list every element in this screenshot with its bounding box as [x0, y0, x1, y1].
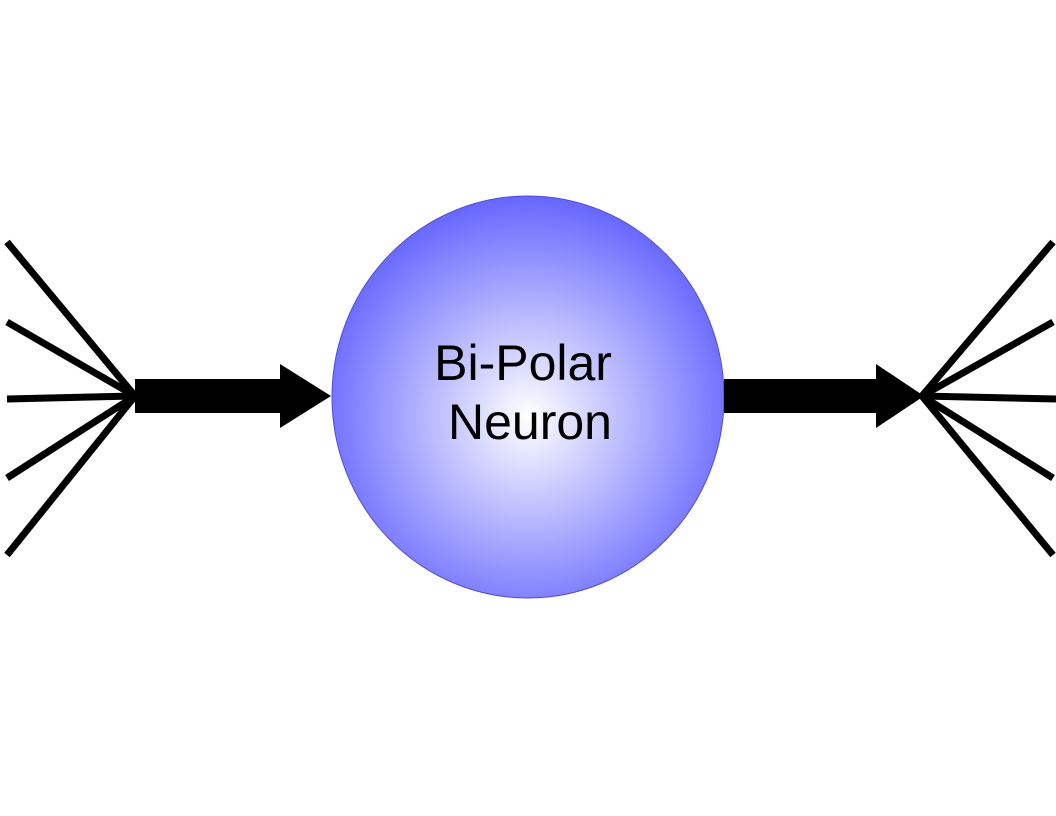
input-dendrite-line — [5, 393, 137, 481]
output-terminal-line — [920, 318, 1055, 400]
output-terminal-line — [921, 392, 1056, 403]
input-dendrite-line — [6, 392, 136, 403]
neuron-label: Bi-Polar Neuron — [434, 335, 626, 450]
output-arrow — [724, 364, 924, 428]
output-terminal-line — [919, 393, 1056, 558]
output-terminals — [919, 239, 1056, 558]
input-dendrites — [4, 239, 138, 558]
output-terminal-line — [919, 239, 1056, 399]
output-terminal-line — [920, 393, 1055, 481]
input-dendrite-line — [5, 318, 137, 400]
neuron-label-line2: Neuron — [448, 394, 612, 450]
input-dendrite-line — [4, 393, 138, 558]
input-arrow — [135, 364, 331, 428]
neuron-label-line1: Bi-Polar — [434, 335, 612, 391]
input-dendrite-line — [4, 239, 138, 399]
